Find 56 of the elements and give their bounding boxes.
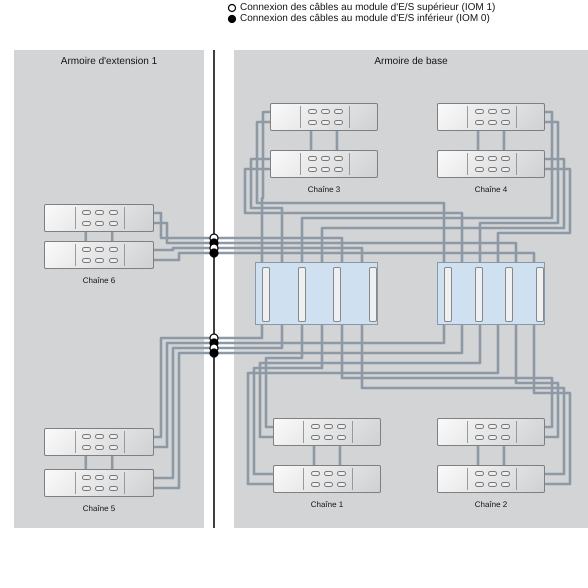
disk-shelf <box>270 103 378 131</box>
cable <box>476 446 480 465</box>
cabinet-panel <box>234 50 588 528</box>
cable <box>154 246 364 262</box>
cabinet-title: Armoire de base <box>373 56 449 67</box>
cable <box>338 446 342 465</box>
cable <box>154 212 344 262</box>
cable <box>84 456 88 469</box>
cable <box>502 446 506 465</box>
cable <box>496 168 572 262</box>
chain-label: Chaîne 6 <box>82 276 116 285</box>
cable <box>312 446 316 465</box>
cable <box>476 131 480 150</box>
cable <box>154 222 518 262</box>
controller-unit <box>255 262 378 325</box>
cabinet-panel <box>14 50 204 528</box>
cable <box>244 168 464 262</box>
disk-shelf <box>273 418 381 446</box>
cable <box>300 110 554 262</box>
cable <box>154 325 446 448</box>
cable <box>320 158 566 262</box>
cable <box>340 325 554 428</box>
chain-label: Chaîne 5 <box>82 504 116 513</box>
chain-label: Chaîne 4 <box>474 185 508 194</box>
cable <box>532 325 572 486</box>
cable <box>154 325 464 490</box>
chain-label: Chaîne 1 <box>310 500 344 509</box>
cable <box>250 158 284 262</box>
cable <box>154 252 536 262</box>
cable <box>84 232 88 241</box>
cable <box>256 120 446 262</box>
cable <box>478 120 560 262</box>
disk-shelf <box>44 428 154 456</box>
cable <box>110 456 114 469</box>
disk-shelf <box>437 418 545 446</box>
cable <box>110 232 114 241</box>
cable <box>252 325 324 476</box>
disk-shelf <box>437 103 545 131</box>
cable <box>258 325 482 438</box>
cable <box>336 131 338 150</box>
cable <box>310 131 312 150</box>
chain-label: Chaîne 2 <box>474 500 508 509</box>
cable <box>360 325 566 476</box>
cable <box>502 131 506 150</box>
chain-label: Chaîne 3 <box>306 185 342 194</box>
cable <box>260 110 270 262</box>
controller-unit <box>437 262 545 325</box>
cable <box>246 325 500 486</box>
cable <box>264 325 304 428</box>
legend-text: Connexion des câbles au module d'E/S inférieur (IOM 0) <box>240 13 490 24</box>
legend-text: Connexion des câbles au module d'E/S supérieur (IOM 1) <box>240 2 496 13</box>
cabinet-title: Armoire d'extension 1 <box>60 56 158 67</box>
cable <box>514 325 560 438</box>
cable <box>154 325 284 480</box>
cable <box>154 325 264 438</box>
disk-shelf <box>44 204 154 232</box>
